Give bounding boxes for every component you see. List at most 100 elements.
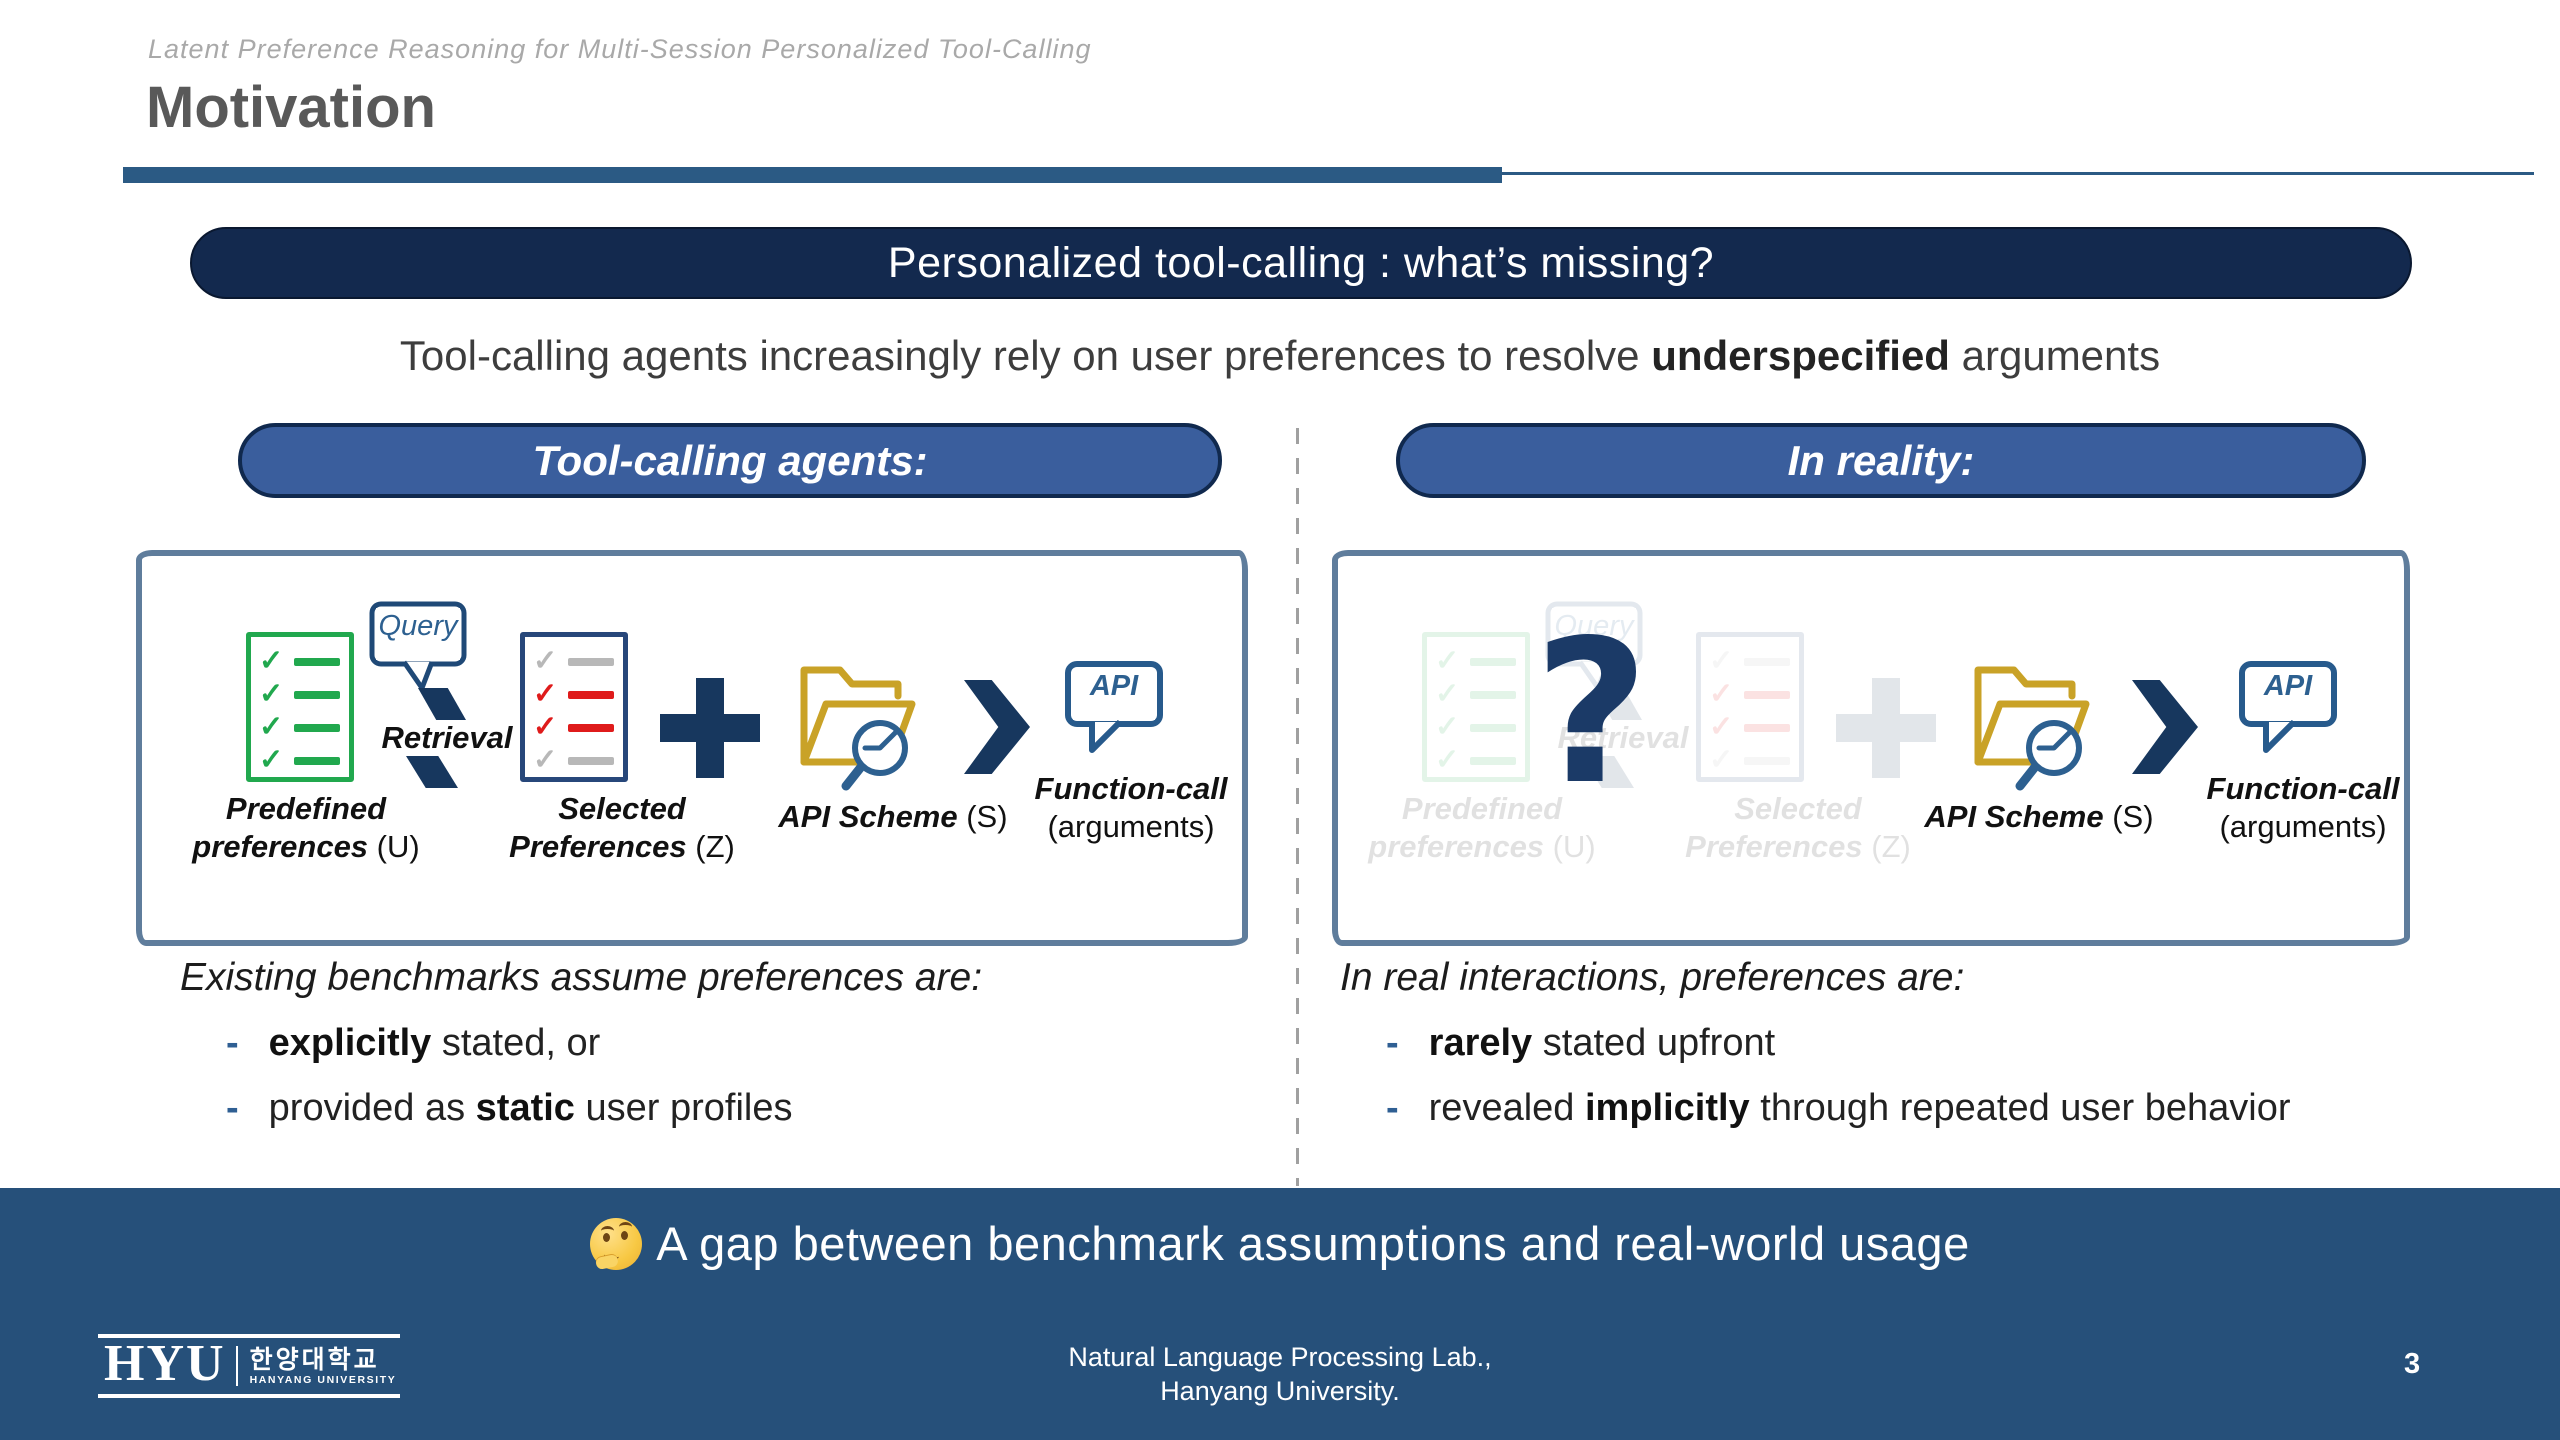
question-banner-text: Personalized tool-calling : what’s missi… [887, 238, 1715, 287]
label-reg: (arguments) [1047, 809, 1215, 844]
right-caption: In real interactions, preferences are: -… [1340, 956, 2540, 1130]
bullet-dash: - [1386, 1022, 1399, 1064]
left-caption: Existing benchmarks assume preferences a… [180, 956, 1270, 1130]
bullet-item: - revealed implicitly through repeated u… [1340, 1087, 2540, 1130]
bullet-pre: revealed [1428, 1087, 1585, 1129]
label-line1: Selected [558, 791, 686, 826]
check-icon: ✓ [259, 711, 284, 743]
check-icon: ✓ [1709, 645, 1734, 677]
check-icon: ✓ [1709, 678, 1734, 710]
line-dash [1744, 723, 1791, 732]
left-caption-heading: Existing benchmarks assume preferences a… [180, 956, 983, 999]
logo-divider [235, 1346, 238, 1386]
label-bold: API Scheme [778, 799, 958, 834]
selected-preferences-icon: ✓ ✓ ✓ ✓ [520, 632, 628, 782]
subtitle: Tool-calling agents increasingly rely on… [0, 332, 2560, 380]
bullet-post: stated upfront [1532, 1022, 1776, 1064]
line-dash [568, 756, 615, 765]
check-icon: ✓ [259, 744, 284, 776]
check-icon: ✓ [533, 678, 558, 710]
checklist-row: ✓ [1427, 645, 1525, 678]
question-mark: ? [1534, 597, 1649, 828]
line-dash [1744, 756, 1791, 765]
left-diagram-box: ✓ ✓ ✓ ✓ Query Retrieval ✓ ✓ ✓ ✓ [136, 550, 1248, 946]
api-scheme-folder-search-icon [1964, 644, 2096, 794]
api-speech-bubble: API [2238, 660, 2338, 760]
page-number: 3 [2404, 1348, 2421, 1380]
predefined-preferences-icon: ✓ ✓ ✓ ✓ [246, 632, 354, 782]
checklist-row: ✓ [1701, 645, 1799, 678]
speech-bubble-icon [1065, 661, 1163, 753]
page-title: Motivation [146, 75, 436, 140]
bullet-bold: implicitly [1584, 1087, 1750, 1129]
line-dash [1470, 690, 1517, 699]
checklist-row: ✓ [525, 744, 623, 777]
speech-bubble-icon [369, 601, 467, 691]
hyu-university-logo: HYU 한양대학교 HANYANG UNIVERSITY [98, 1334, 400, 1398]
bullet-post: user profiles [574, 1087, 793, 1129]
bullet-text: revealed implicitly through repeated use… [1429, 1087, 2291, 1130]
folder-search-svg [1974, 666, 2090, 791]
predefined-preferences-icon-faded: ✓ ✓ ✓ ✓ [1422, 632, 1530, 782]
bullet-bold: static [475, 1087, 575, 1129]
query-speech-bubble: Query [368, 600, 468, 700]
label-reg: (S) [957, 799, 1008, 834]
check-icon: ✓ [1709, 744, 1734, 776]
column-divider [1296, 428, 1299, 1186]
bottom-banner: A gap between benchmark assumptions and … [0, 1188, 2560, 1440]
plus-icon [660, 678, 760, 778]
line-dash [294, 657, 341, 666]
logo-acronym: HYU [104, 1335, 226, 1392]
label-reg: (S) [2103, 799, 2154, 834]
right-column-pill: In reality: [1396, 423, 2366, 498]
emoji-eye [603, 1232, 611, 1242]
bullet-text: explicitly stated, or [269, 1022, 601, 1065]
emoji-brow [619, 1221, 633, 1232]
checklist-row: ✓ [251, 678, 349, 711]
faded-pipeline-group: ✓ ✓ ✓ ✓ Query Retrieval ✓ ✓ ✓ ✓ [1338, 556, 2404, 940]
chevron-right-icon [964, 680, 1030, 774]
right-caption-heading: In real interactions, preferences are: [1340, 956, 1965, 999]
subtitle-post: arguments [1949, 332, 2161, 379]
speech-bubble-icon [2239, 661, 2337, 753]
check-icon: ✓ [1435, 744, 1460, 776]
plus-icon-faded [1836, 678, 1936, 778]
query-label: Query [378, 610, 458, 642]
check-icon: ✓ [1435, 711, 1460, 743]
checklist-row: ✓ [1701, 744, 1799, 777]
bullet-item: - provided as static user profiles [180, 1087, 1270, 1130]
checklist-row: ✓ [1427, 678, 1525, 711]
query-label: Query [1554, 610, 1634, 642]
emoji-brow [601, 1225, 615, 1236]
api-scheme-label: API Scheme (S) [738, 798, 1048, 836]
label-line2-bold: preferences [192, 829, 369, 864]
label-line1: Selected [1734, 791, 1862, 826]
checklist-row: ✓ [525, 711, 623, 744]
gap-statement-text: A gap between benchmark assumptions and … [656, 1217, 1970, 1271]
check-icon: ✓ [259, 645, 284, 677]
label-bold: API Scheme [1924, 799, 2104, 834]
line-dash [568, 657, 615, 666]
question-banner: Personalized tool-calling : what’s missi… [190, 227, 2412, 299]
subtitle-pre: Tool-calling agents increasingly rely on… [399, 332, 1652, 379]
selected-preferences-icon-faded: ✓ ✓ ✓ ✓ [1696, 632, 1804, 782]
title-underline-thin [1502, 172, 2534, 175]
gap-statement: A gap between benchmark assumptions and … [0, 1212, 2560, 1271]
bullet-post: stated, or [431, 1022, 601, 1064]
query-speech-bubble-faded: Query [1544, 600, 1644, 700]
label-reg: (arguments) [2219, 809, 2387, 844]
logo-korean-name: 한양대학교 [249, 1345, 380, 1374]
selected-preferences-label-faded: Selected Preferences (Z) [1648, 790, 1948, 866]
logo-text-block: 한양대학교 HANYANG UNIVERSITY [250, 1346, 397, 1387]
bullet-bold: rarely [1428, 1022, 1533, 1064]
function-call-label: Function-call (arguments) [2168, 770, 2438, 846]
label-line1: Predefined [225, 791, 387, 826]
check-icon: ✓ [259, 678, 284, 710]
checklist-row: ✓ [251, 711, 349, 744]
api-scheme-folder-search-icon [790, 644, 922, 794]
bullet-bold: explicitly [268, 1022, 432, 1064]
api-label: API [2263, 670, 2313, 702]
label-bold: Function-call [2206, 771, 2400, 806]
api-scheme-label: API Scheme (S) [1884, 798, 2194, 836]
